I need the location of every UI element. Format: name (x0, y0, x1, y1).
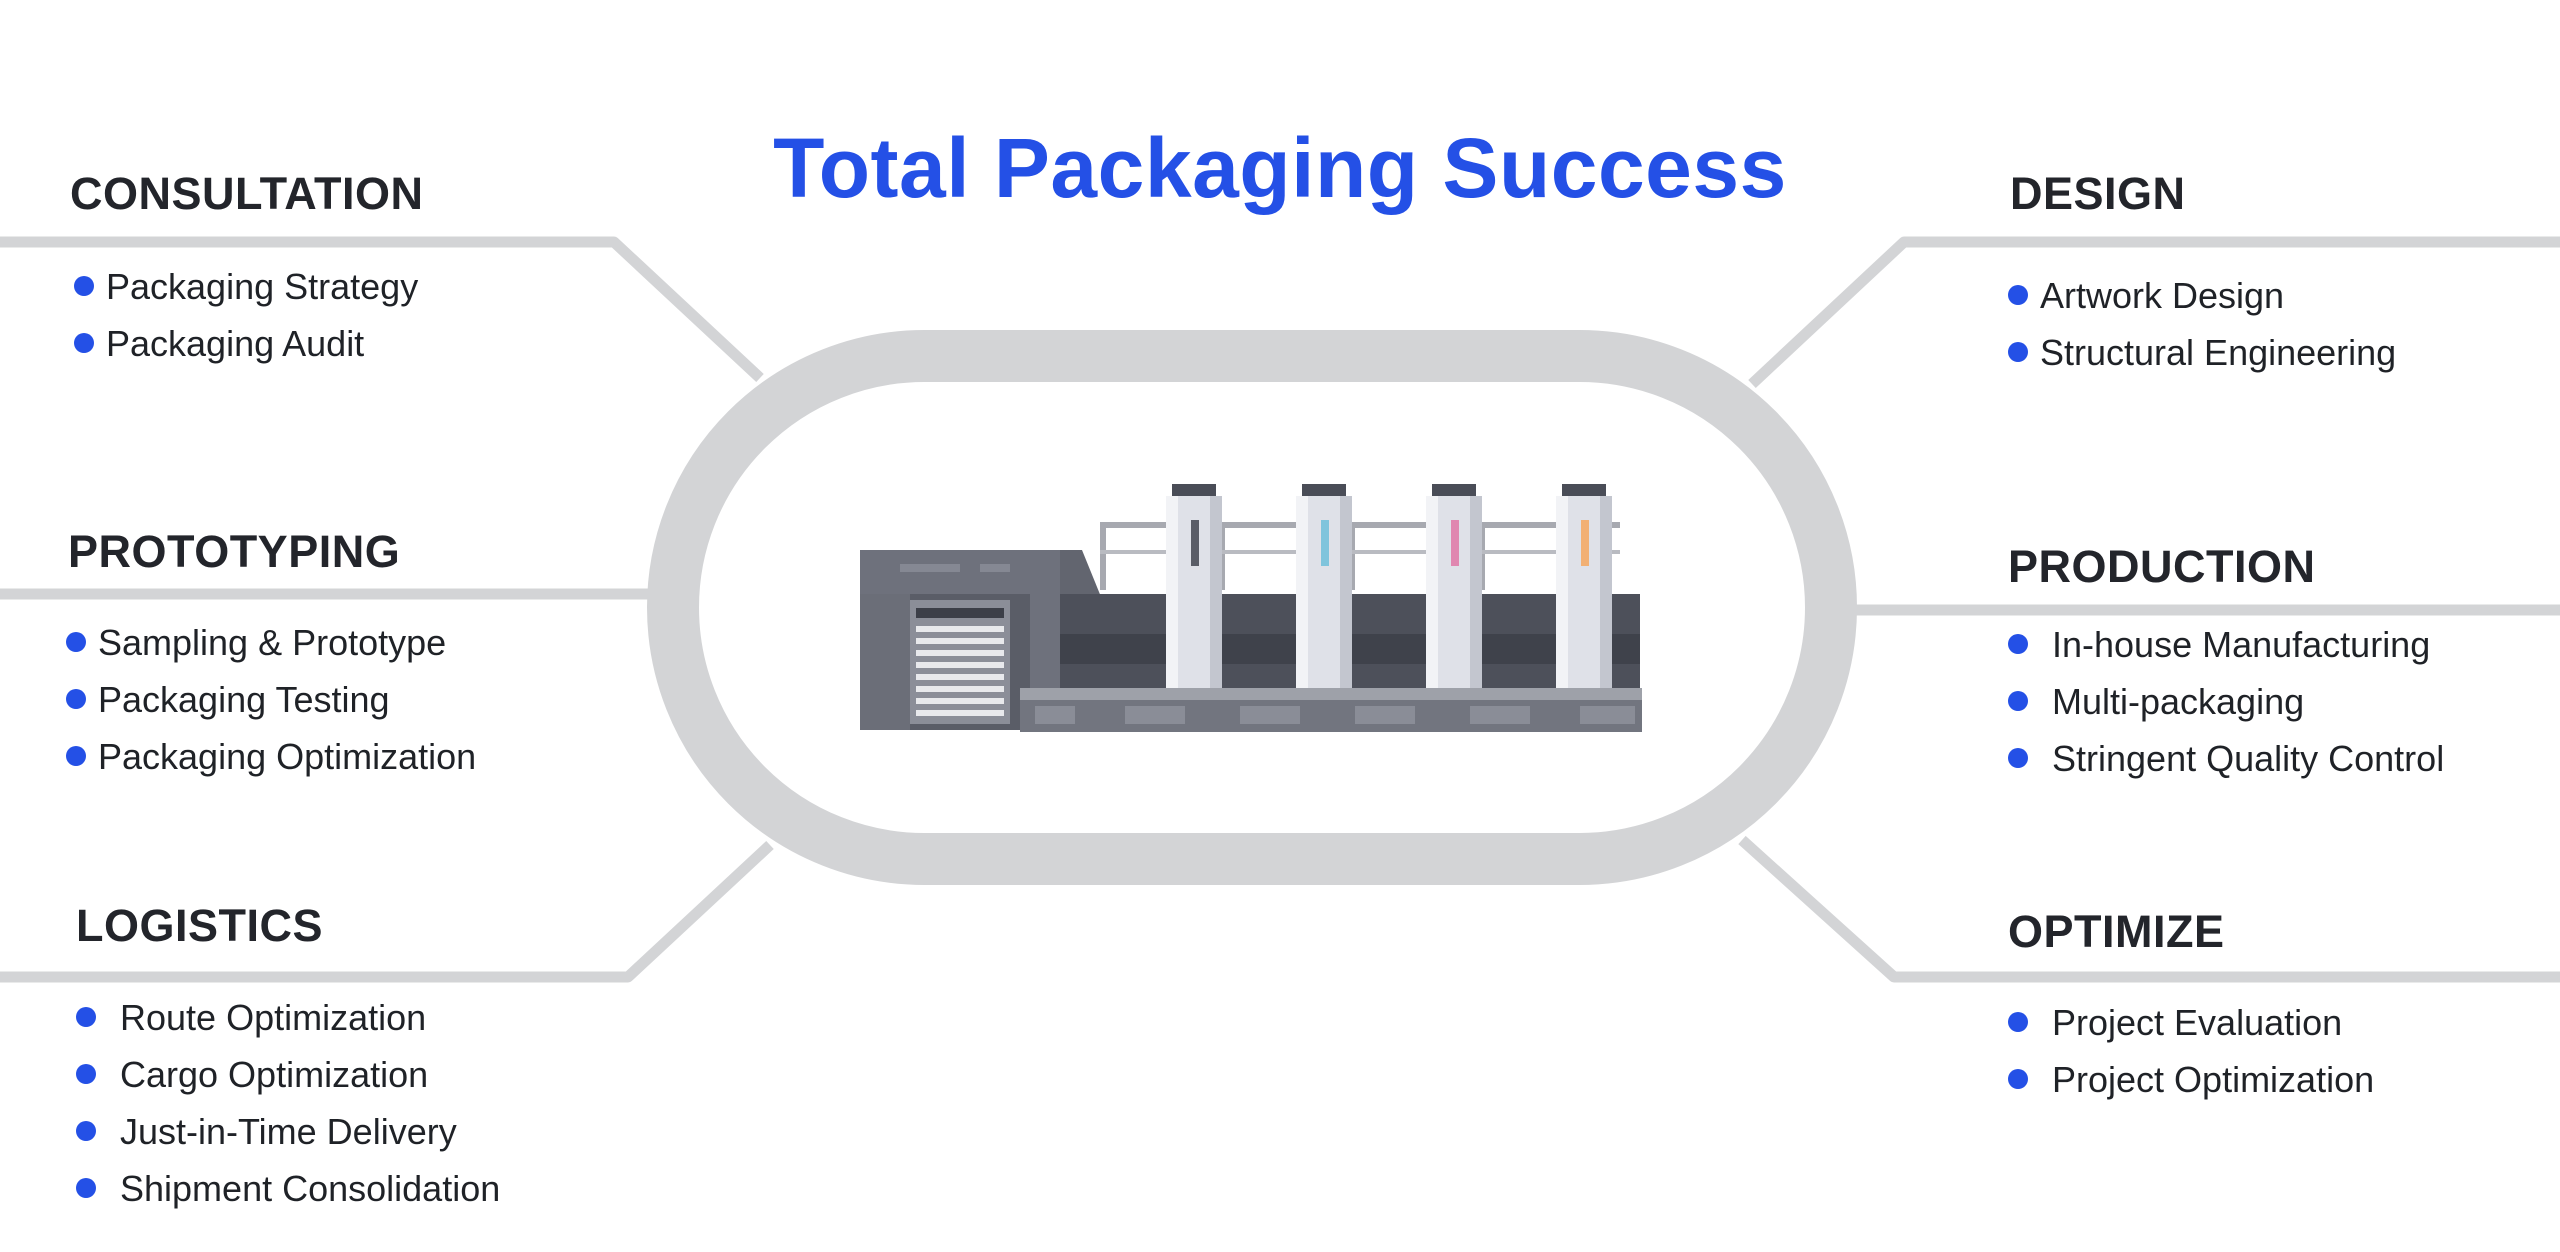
list-item: Packaging Audit (72, 315, 418, 372)
printing-press-illustration (860, 484, 1642, 732)
page-title: Total Packaging Success (773, 121, 1787, 215)
list-item: Cargo Optimization (74, 1046, 500, 1103)
production-list: In-house Manufacturing Multi-packaging S… (2006, 616, 2444, 787)
optimize-list: Project Evaluation Project Optimization (2006, 994, 2374, 1108)
consultation-title: CONSULTATION (70, 168, 424, 219)
consultation-list: Packaging Strategy Packaging Audit (72, 258, 418, 372)
logistics-list: Route Optimization Cargo Optimization Ju… (74, 989, 500, 1217)
design-list: Artwork Design Structural Engineering (2006, 267, 2396, 381)
connector-logistics (0, 840, 774, 983)
connector-optimize (1738, 835, 2560, 983)
list-item: In-house Manufacturing (2006, 616, 2444, 673)
design-title: DESIGN (2010, 168, 2186, 219)
logistics-title: LOGISTICS (76, 900, 324, 951)
list-item: Multi-packaging (2006, 673, 2444, 730)
list-item: Just-in-Time Delivery (74, 1103, 500, 1160)
prototyping-list: Sampling & Prototype Packaging Testing P… (64, 614, 476, 785)
prototyping-title: PROTOTYPING (68, 526, 401, 577)
list-item: Artwork Design (2006, 267, 2396, 324)
list-item: Packaging Testing (64, 671, 476, 728)
list-item: Shipment Consolidation (74, 1160, 500, 1217)
optimize-title: OPTIMIZE (2008, 906, 2225, 957)
list-item: Sampling & Prototype (64, 614, 476, 671)
connector-design (1748, 236, 2560, 389)
list-item: Route Optimization (74, 989, 500, 1046)
list-item: Packaging Optimization (64, 728, 476, 785)
list-item: Project Optimization (2006, 1051, 2374, 1108)
list-item: Structural Engineering (2006, 324, 2396, 381)
connector-consultation (0, 236, 764, 383)
list-item: Packaging Strategy (72, 258, 418, 315)
list-item: Stringent Quality Control (2006, 730, 2444, 787)
production-title: PRODUCTION (2008, 541, 2316, 592)
list-item: Project Evaluation (2006, 994, 2374, 1051)
